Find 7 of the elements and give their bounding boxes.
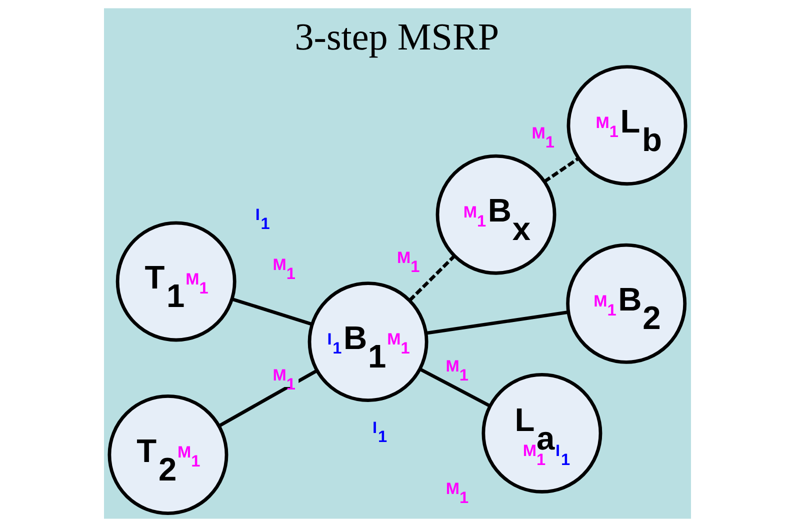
connector [419, 368, 491, 408]
connector [408, 254, 456, 302]
connector [426, 310, 568, 335]
diagram-title: 3-step MSRP [294, 16, 500, 59]
connector [543, 157, 580, 183]
connector [218, 369, 318, 428]
connector [232, 297, 312, 326]
